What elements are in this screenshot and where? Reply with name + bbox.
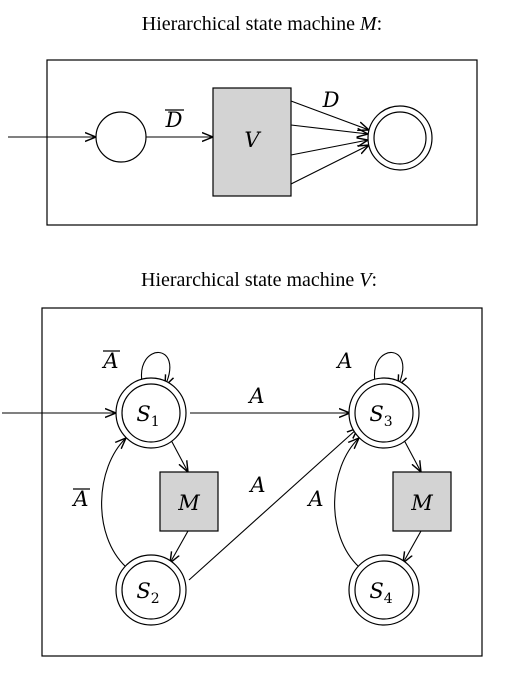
edge-s1-to-box1 xyxy=(170,439,188,472)
edge-box2-to-s4 xyxy=(403,530,422,563)
edge-s4-to-s3-label: A xyxy=(306,487,323,511)
m-box-v xyxy=(212,87,292,197)
machine-v: Hierarchical state machine V: A A A A A … xyxy=(2,269,483,657)
machine-m-frame xyxy=(46,59,478,226)
edge-box1-to-s2 xyxy=(170,530,189,563)
edge-s2-to-s1-label: A xyxy=(71,487,88,511)
edge-s2-to-s3 xyxy=(188,428,358,581)
m-edge-label-d-bar: D xyxy=(165,108,183,132)
edge-s4-to-s3 xyxy=(334,438,359,568)
state-s1: S1 xyxy=(115,377,187,449)
state-s4-label: S4 xyxy=(369,579,392,607)
edge-s2-to-s3-label: A xyxy=(248,473,265,497)
s1-self-loop xyxy=(141,351,169,386)
m-box-v-label: V xyxy=(244,128,261,152)
m-final-state xyxy=(367,105,433,171)
box-m-left xyxy=(159,471,219,532)
m-exit-edge-3 xyxy=(290,140,368,156)
state-s2: S2 xyxy=(115,554,187,626)
box-m-right xyxy=(392,471,452,532)
m-initial-state xyxy=(95,111,147,163)
box-m-right-label: M xyxy=(410,491,433,515)
state-s2-label: S2 xyxy=(136,579,159,607)
state-s4: S4 xyxy=(348,554,420,626)
machine-m-title: Hierarchical state machine M: xyxy=(142,13,382,35)
state-s1-label: S1 xyxy=(136,402,159,430)
m-exit-edge-2 xyxy=(290,124,368,134)
state-s3-label: S3 xyxy=(369,402,392,430)
edge-s2-to-s1 xyxy=(101,438,126,568)
box-m-left-label: M xyxy=(177,491,200,515)
edge-s1-to-s3-label: A xyxy=(247,384,264,408)
state-s3: S3 xyxy=(348,377,420,449)
m-exit-edge-label: D xyxy=(322,88,340,112)
machine-v-frame xyxy=(41,307,483,657)
m-exit-edge-4 xyxy=(290,145,369,185)
s3-self-loop-label: A xyxy=(335,349,352,373)
s1-self-loop-label: A xyxy=(101,349,118,373)
m-exit-edge-1 xyxy=(290,100,369,130)
machine-m: Hierarchical state machine M: D V D xyxy=(8,13,478,226)
s3-self-loop xyxy=(374,351,402,386)
machine-v-title: Hierarchical state machine V: xyxy=(141,269,377,291)
edge-s3-to-box2 xyxy=(403,439,421,472)
